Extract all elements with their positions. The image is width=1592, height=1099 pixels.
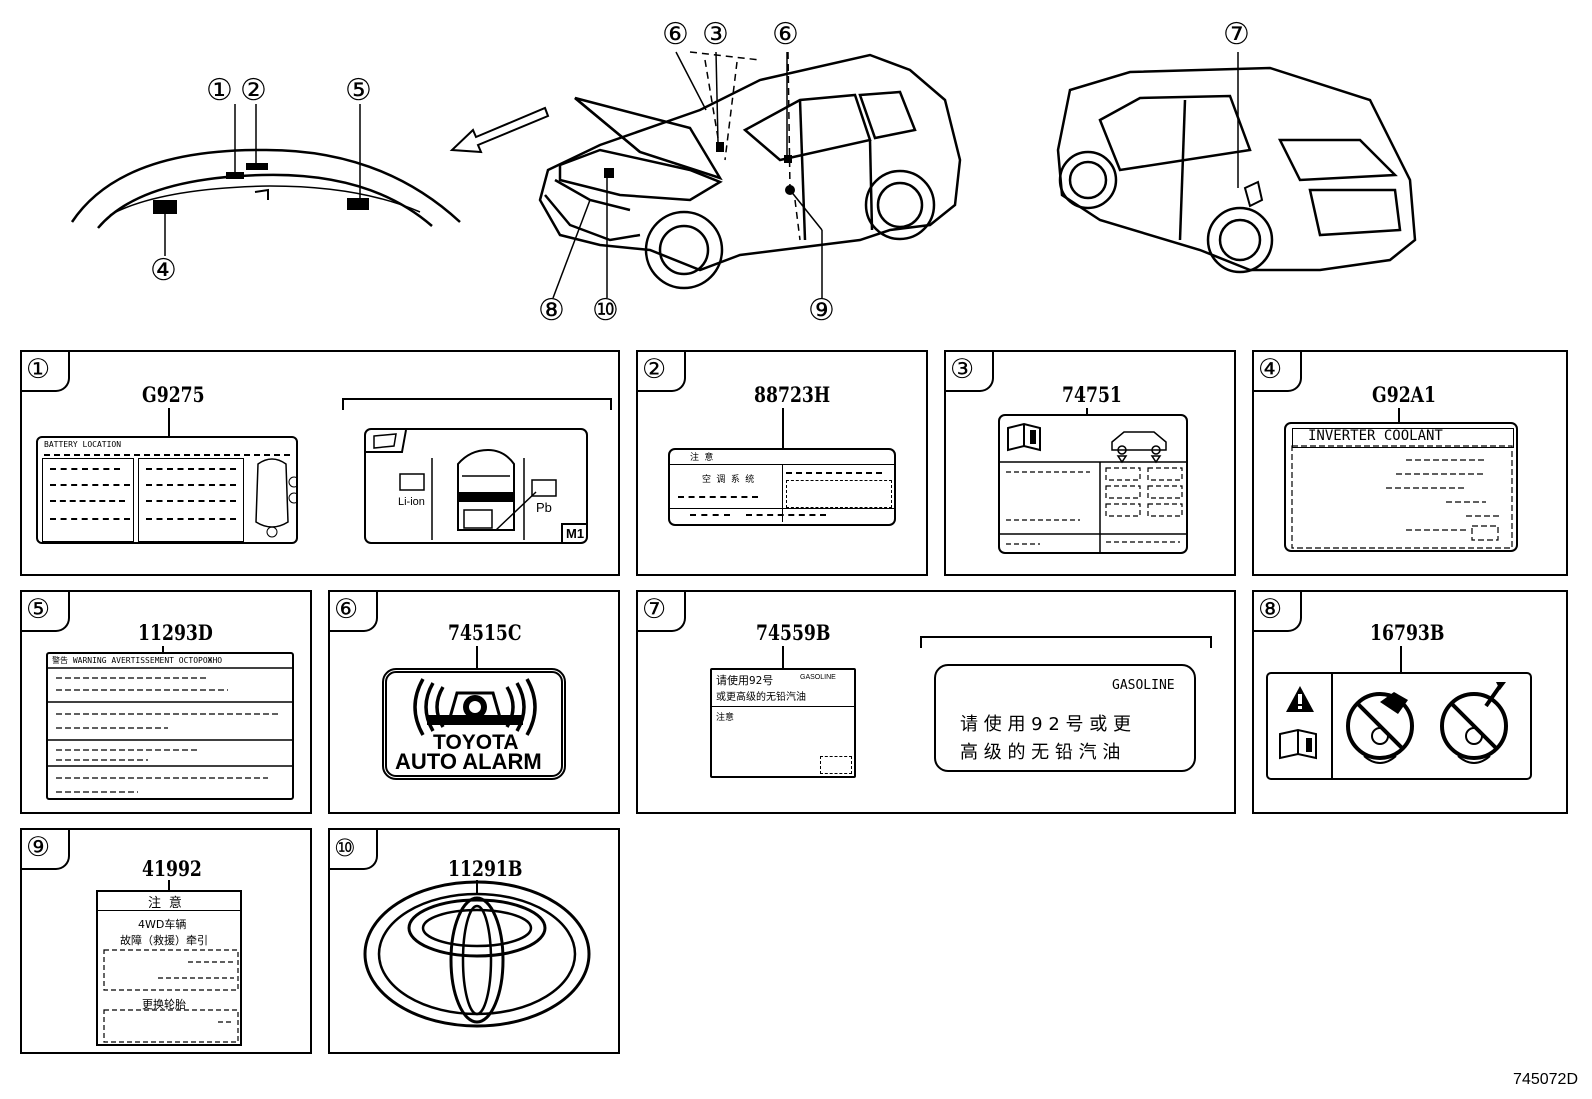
part-number: 11293D (138, 620, 213, 645)
fuel-small-note: 注意 (716, 713, 735, 723)
panel-1: ① G9275 BATTERY LOCATION (20, 350, 620, 576)
auto-alarm-text: AUTO ALARM (395, 749, 542, 774)
inverter-coolant-title: INVERTER COOLANT (1308, 428, 1443, 444)
inverter-coolant-label: INVERTER COOLANT (1284, 422, 1518, 552)
callout-6-a: ⑥ (662, 17, 689, 52)
awd-label-lines (103, 949, 239, 1043)
gasoline-text: GASOLINE (1112, 678, 1175, 693)
panel-number-tab: ⑤ (22, 592, 70, 632)
callout-8: ⑧ (538, 293, 565, 328)
panel-5: ⑤ 11293D 警告 WARNING AVERTISSEMENT ОСТОРО… (20, 590, 312, 814)
part-number: 74515C (448, 620, 522, 645)
panel-10: ⑩ 11291B (328, 828, 620, 1054)
battery-type-label: Li-ion Pb M1 (364, 428, 588, 544)
awd-line-2: 故障（救援）牵引 (120, 934, 208, 947)
panel-number-tab: ⑥ (330, 592, 378, 632)
awd-line-3: 更换轮胎 (142, 998, 186, 1011)
callout-5: ⑤ (345, 73, 372, 108)
callout-6-b: ⑥ (772, 17, 799, 52)
callout-10: ⑩ (592, 293, 619, 328)
panel-7: ⑦ 74559B 请使用92号 GASOLINE 或更高级的无铅汽油 注意 GA… (636, 590, 1236, 814)
panel-4: ④ G92A1 INVERTER COOLANT (1252, 350, 1568, 576)
callout-9: ⑨ (808, 293, 835, 328)
warning-multilingual-label: 警告 WARNING AVERTISSEMENT ОСТОРОЖНО (46, 652, 294, 800)
4wd-caution-label: 注 意 4WD车辆 故障（救援）牵引 更换轮胎 (96, 890, 242, 1046)
tire-pressure-label (998, 414, 1188, 554)
awd-line-1: 4WD车辆 (138, 918, 187, 931)
fuel-small-line1: 请使用92号 (716, 674, 774, 687)
panel-number-tab: ③ (946, 352, 994, 392)
panel-number-tab: ⑩ (330, 830, 378, 870)
fuel-label-small: 请使用92号 GASOLINE 或更高级的无铅汽油 注意 (710, 668, 856, 778)
part-number: 16793B (1370, 620, 1445, 645)
fuel-small-line2: 或更高级的无铅汽油 (716, 692, 806, 703)
toyota-text: TOYOTA (433, 731, 519, 754)
dashboard-overview-diagram (70, 104, 550, 256)
toyota-emblem-icon (363, 880, 591, 1028)
panel-number-tab: ④ (1254, 352, 1302, 392)
part-number: 41992 (142, 856, 202, 881)
pb-text: Pb (536, 500, 552, 515)
part-number: G92A1 (1372, 382, 1437, 407)
panel-8: ⑧ 16793B (1252, 590, 1568, 814)
warning-title-line: 警告 WARNING AVERTISSEMENT ОСТОРОЖНО (52, 656, 223, 665)
panel-number-tab: ⑨ (22, 830, 70, 870)
panel-number-tab: ⑦ (638, 592, 686, 632)
panel-number-tab: ② (638, 352, 686, 392)
panel-2: ② 88723H 注 意 空 调 系 统 (636, 350, 928, 576)
callout-1: ① (206, 73, 233, 108)
fuel-small-gasoline: GASOLINE (800, 674, 836, 681)
part-number: 88723H (754, 382, 831, 407)
awd-caution-title: 注 意 (148, 896, 182, 911)
part-number: 74751 (1062, 382, 1122, 407)
auto-alarm-label: TOYOTA AUTO ALARM (382, 668, 566, 780)
ac-caution-label: 注 意 空 调 系 统 (668, 448, 896, 526)
li-ion-text: Li-ion (398, 496, 425, 508)
callout-7: ⑦ (1223, 17, 1250, 52)
panel-3: ③ 74751 (944, 350, 1236, 576)
alarm-speaker-icon (413, 678, 537, 736)
callout-4: ④ (150, 253, 177, 288)
tire-label-graphic (1000, 422, 1186, 552)
fuel-label-large: GASOLINE 请 使 用 9 2 号 或 更 高 级 的 无 铅 汽 油 (934, 664, 1196, 772)
battery-location-title: BATTERY LOCATION (44, 440, 122, 449)
rear-vehicle-diagram (1056, 52, 1417, 274)
panel-6: ⑥ 74515C TOYOTA AUTO ALARM (328, 590, 620, 814)
m1-text: M1 (566, 526, 585, 541)
panel-9: ⑨ 41992 注 意 4WD车辆 故障（救援）牵引 更换轮胎 (20, 828, 312, 1054)
fuel-line-2: 高 级 的 无 铅 汽 油 (960, 742, 1121, 763)
battery-location-label: BATTERY LOCATION (36, 436, 298, 544)
part-number: G9275 (142, 382, 205, 407)
panel-number-tab: ⑧ (1254, 592, 1302, 632)
fan-warning-label (1266, 672, 1532, 780)
caution-title: 注 意 (690, 453, 714, 463)
diagram-id: 745072D (1513, 1071, 1578, 1088)
ac-system-text: 空 调 系 统 (702, 475, 755, 485)
callout-3: ③ (702, 17, 729, 52)
fan-warning-graphic (1279, 674, 1508, 778)
car-top-view-icon (255, 458, 296, 538)
front-vehicle-diagram (538, 51, 962, 299)
warning-label-lines (48, 667, 292, 793)
fuel-line-1: 请 使 用 9 2 号 或 更 (960, 714, 1131, 735)
battery-type-graphic (366, 430, 586, 542)
part-number: 74559B (756, 620, 831, 645)
panel-number-tab: ① (22, 352, 70, 392)
callout-2: ② (240, 73, 267, 108)
part-number: 11291B (448, 856, 523, 881)
coolant-label-lines (1291, 445, 1513, 549)
